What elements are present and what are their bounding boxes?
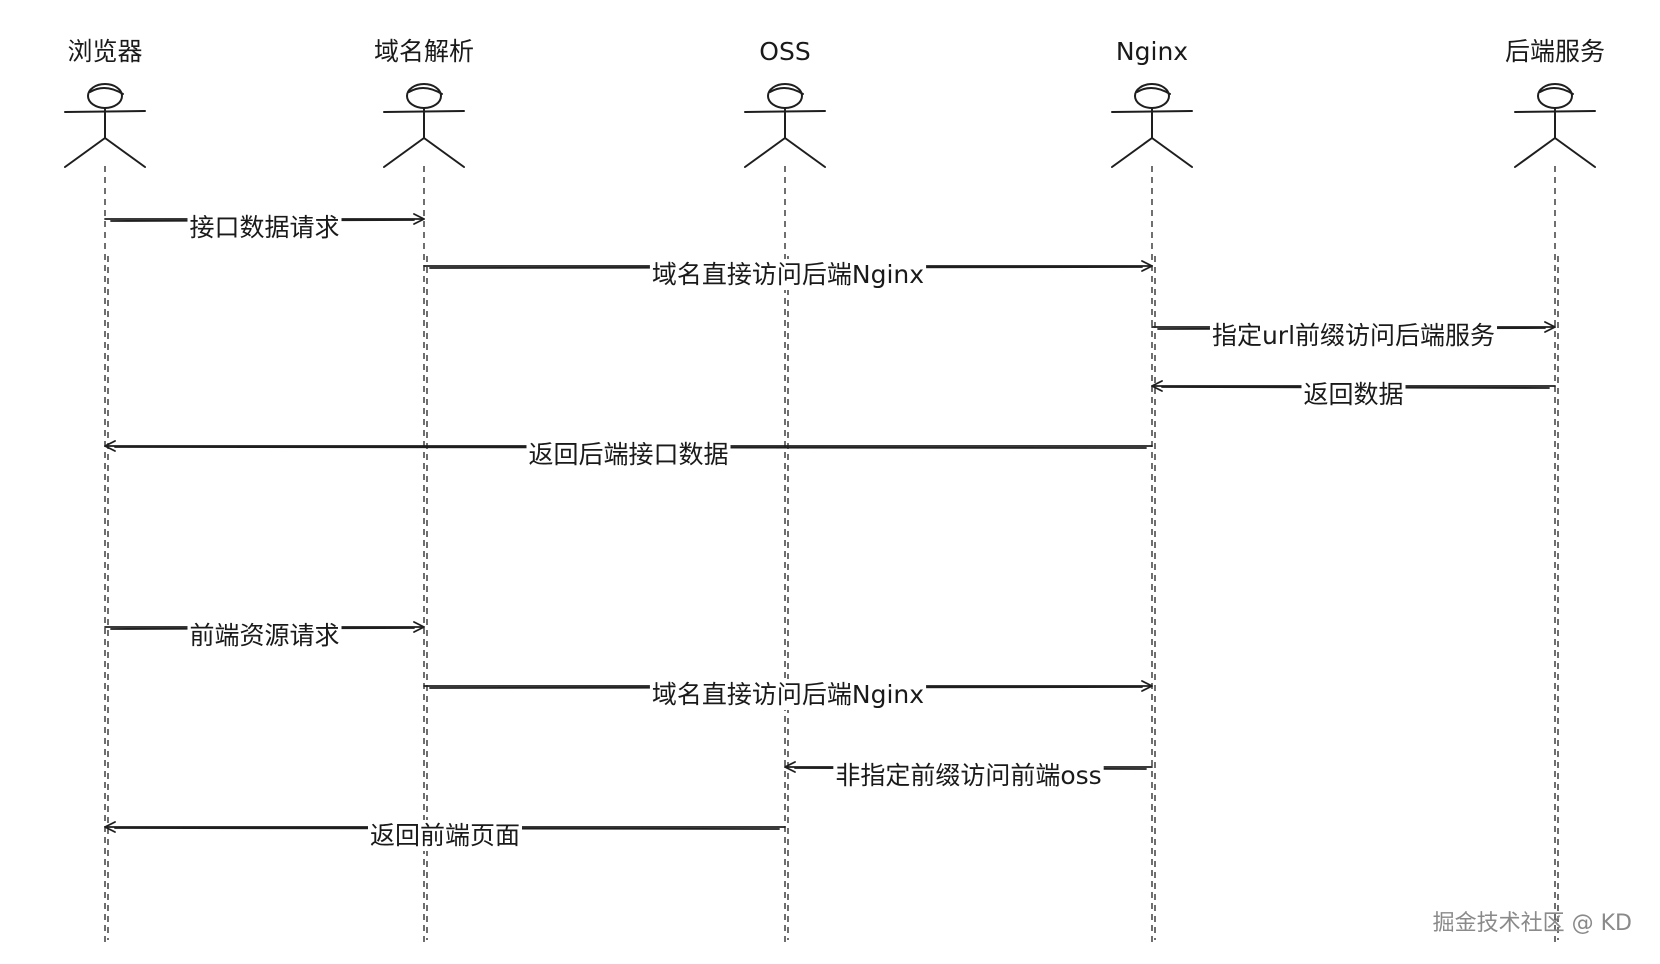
actor-label-oss: OSS xyxy=(759,37,810,66)
actor-label-dns: 域名解析 xyxy=(374,37,474,66)
stick-figure-icon xyxy=(1111,83,1193,168)
actor-backend: 后端服务 xyxy=(1505,37,1605,945)
message-label-bg xyxy=(367,820,523,851)
message-4: 返回数据 xyxy=(1151,379,1556,410)
message-label: 接口数据请求 xyxy=(189,213,339,242)
message-label-bg xyxy=(1209,320,1498,351)
stick-figure-icon xyxy=(1514,83,1596,168)
message-label: 域名直接访问后端Nginx xyxy=(652,260,924,289)
actor-oss: OSS xyxy=(744,37,826,945)
message-label: 指定url前缀访问后端服务 xyxy=(1212,321,1495,350)
actor-label-nginx: Nginx xyxy=(1116,37,1188,66)
message-7: 域名直接访问后端Nginx xyxy=(423,679,1153,710)
actor-browser: 浏览器 xyxy=(64,37,146,945)
message-label: 返回前端页面 xyxy=(370,821,520,850)
stick-figure-icon xyxy=(744,83,826,168)
message-9: 返回前端页面 xyxy=(104,820,786,851)
message-5: 返回后端接口数据 xyxy=(104,439,1153,470)
stick-figure-icon xyxy=(383,83,465,168)
message-label-bg xyxy=(649,679,927,710)
message-label: 返回数据 xyxy=(1303,380,1403,409)
message-label-bg xyxy=(1301,379,1406,410)
stick-figure-icon xyxy=(64,83,146,168)
message-label: 返回后端接口数据 xyxy=(528,440,728,469)
watermark: 掘金技术社区 @ KD xyxy=(1433,911,1632,936)
actor-label-backend: 后端服务 xyxy=(1505,37,1605,66)
message-label: 前端资源请求 xyxy=(189,621,339,650)
actor-nginx: Nginx xyxy=(1111,37,1193,945)
message-label-bg xyxy=(187,620,342,651)
message-label: 非指定前缀访问前端oss xyxy=(835,761,1101,790)
message-label: 域名直接访问后端Nginx xyxy=(652,680,924,709)
message-2: 域名直接访问后端Nginx xyxy=(423,259,1153,290)
actors-layer: 浏览器 域名解析 OSS Nginx 后端服务 xyxy=(64,37,1605,945)
message-label-bg xyxy=(649,259,927,290)
message-label-bg xyxy=(833,760,1104,791)
actor-label-browser: 浏览器 xyxy=(67,37,142,66)
message-label-bg xyxy=(526,439,731,470)
message-3: 指定url前缀访问后端服务 xyxy=(1151,320,1556,351)
message-8: 非指定前缀访问前端oss xyxy=(784,760,1153,791)
actor-dns: 域名解析 xyxy=(374,37,474,945)
message-6: 前端资源请求 xyxy=(104,620,425,651)
message-1: 接口数据请求 xyxy=(104,212,425,243)
message-label-bg xyxy=(187,212,342,243)
